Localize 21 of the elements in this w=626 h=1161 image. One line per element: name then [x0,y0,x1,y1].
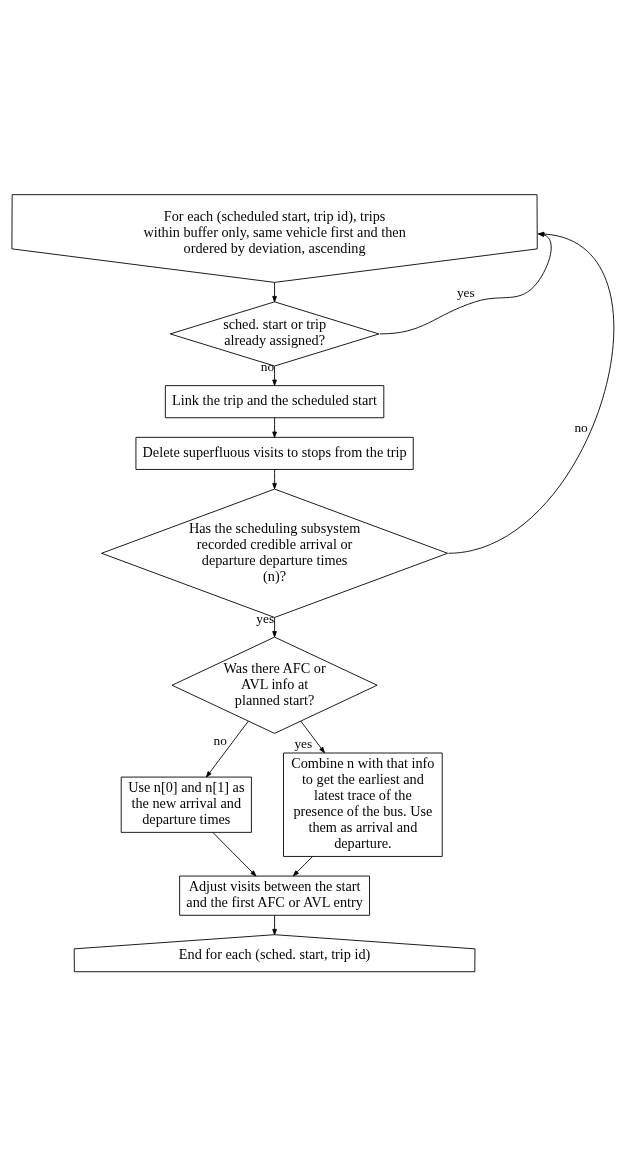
arrow [272,469,277,490]
node-box: Adjust visits between the start and the first AFC or AVL entry [179,875,370,916]
arrow [272,915,277,936]
arrow [212,831,257,877]
node-diamond: Was there AFC or AVL info at planned start? [171,636,378,734]
node-box: Link the trip and the scheduled start [164,385,385,419]
edge-label: yes [456,285,475,301]
arrow [292,856,313,877]
edge-label: no [213,732,227,748]
node-box: Delete superfluous visits to stops from the trip [135,436,414,470]
arrow [272,365,277,386]
arrow [205,720,249,778]
node-box: Combine n with that info to get the earliest and latest trace of the presence of the bus. Use them as arrival and departure. [283,752,443,857]
edge-label: yes [294,735,313,751]
edge-label: no [574,420,588,436]
arrow [300,720,325,754]
arrow [272,617,277,638]
node-diamond: Has the scheduling subsystem recorded credible arrival or departure departure times (n)? [101,488,448,618]
node-box: Use n[0] and n[1] as the new arrival and departure times [120,776,252,833]
arrow [272,417,277,438]
arrow [272,282,277,303]
